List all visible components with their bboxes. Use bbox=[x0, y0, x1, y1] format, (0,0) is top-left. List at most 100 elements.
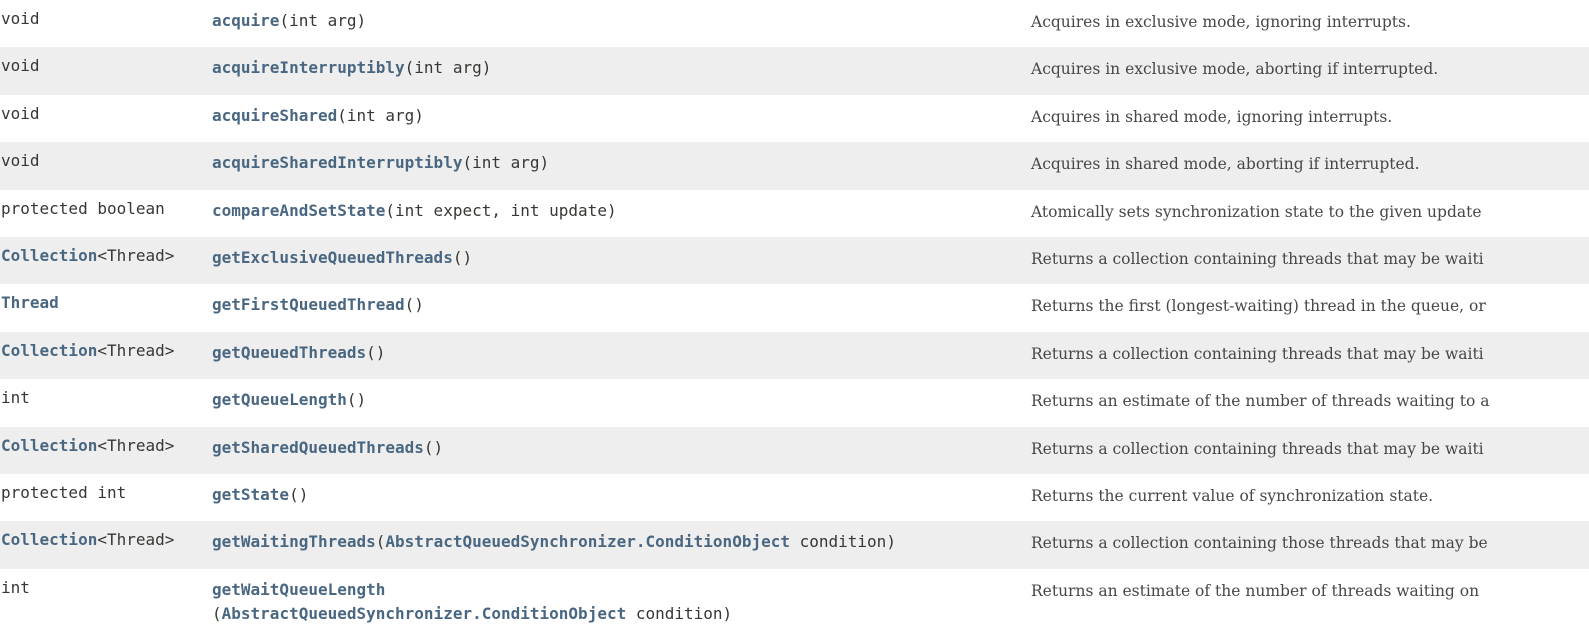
method-cell: getQueueLength() bbox=[212, 388, 366, 412]
table-row: Collection<Thread> getWaitingThreads(Abs… bbox=[0, 521, 1589, 569]
method-description: Returns an estimate of the number of thr… bbox=[1031, 581, 1480, 600]
method-description: Returns the first (longest-waiting) thre… bbox=[1031, 297, 1486, 316]
method-cell: acquire(int arg) bbox=[212, 9, 366, 33]
method-description: Returns a collection containing threads … bbox=[1031, 439, 1484, 458]
method-link-acquire-shared[interactable]: acquireShared bbox=[212, 105, 338, 125]
method-description: Atomically sets synchronization state to… bbox=[1031, 202, 1482, 221]
method-link-acquire-interruptibly[interactable]: acquireInterruptibly bbox=[212, 58, 405, 78]
method-description: Returns a collection containing those th… bbox=[1031, 534, 1488, 553]
table-row: void acquireInterruptibly(int arg) Acqui… bbox=[0, 47, 1589, 95]
table-row: int getWaitQueueLength (AbstractQueuedSyn… bbox=[0, 569, 1589, 639]
method-cell: getFirstQueuedThread() bbox=[212, 293, 424, 317]
method-params: (int expect, int update) bbox=[385, 200, 617, 220]
method-params: () bbox=[289, 484, 309, 504]
return-type: protected int bbox=[1, 482, 127, 502]
modifier-cell: Thread bbox=[1, 293, 59, 313]
table-row: Collection<Thread> getExclusiveQueuedThr… bbox=[0, 236, 1589, 285]
method-params: (int arg) bbox=[462, 153, 550, 173]
method-link-get-wait-queue-length[interactable]: getWaitQueueLength bbox=[212, 579, 386, 599]
method-link-get-state[interactable]: getState bbox=[212, 484, 290, 504]
method-description: Acquires in exclusive mode, ignoring int… bbox=[1031, 13, 1411, 31]
method-cell: acquireInterruptibly(int arg) bbox=[212, 56, 491, 80]
method-link-get-first-queued-thread[interactable]: getFirstQueuedThread bbox=[212, 295, 405, 315]
type-link-collection[interactable]: Collection bbox=[1, 340, 98, 360]
method-cell: getWaitingThreads(AbstractQueuedSynchron… bbox=[212, 530, 896, 554]
table-row: protected int getState() Returns the cur… bbox=[0, 474, 1589, 521]
modifier-cell: int bbox=[1, 578, 30, 598]
method-params: () bbox=[423, 437, 444, 457]
method-cell: getExclusiveQueuedThreads() bbox=[212, 246, 472, 270]
method-link-get-queued-threads[interactable]: getQueuedThreads bbox=[212, 342, 367, 362]
return-type: int bbox=[1, 577, 30, 597]
table-row: void acquireShared(int arg) Acquires in … bbox=[0, 95, 1589, 142]
table-row: int getQueueLength() Returns an estimate… bbox=[0, 379, 1589, 426]
modifier-cell: int bbox=[1, 388, 30, 408]
method-cell: acquireSharedInterruptibly(int arg) bbox=[212, 151, 549, 175]
method-link-compare-and-set-state[interactable]: compareAndSetState bbox=[212, 200, 386, 220]
modifier-cell: void bbox=[1, 151, 40, 171]
type-link-collection[interactable]: Collection bbox=[1, 530, 98, 550]
type-link-collection[interactable]: Collection bbox=[1, 435, 98, 455]
modifier-cell: protected int bbox=[1, 483, 126, 503]
method-description: Returns an estimate of the number of thr… bbox=[1031, 392, 1490, 411]
method-description: Returns a collection containing threads … bbox=[1031, 344, 1484, 363]
method-cell: getSharedQueuedThreads() bbox=[212, 436, 443, 460]
method-cell: acquireShared(int arg) bbox=[212, 104, 424, 128]
method-params: () bbox=[404, 295, 424, 315]
method-link-get-waiting-threads[interactable]: getWaitingThreads bbox=[212, 532, 376, 552]
method-params-rest: condition) bbox=[626, 603, 733, 623]
modifier-cell: Collection<Thread> bbox=[1, 436, 174, 456]
method-cell: compareAndSetState(int expect, int updat… bbox=[212, 199, 617, 223]
generic-type: <Thread> bbox=[97, 245, 175, 265]
param-type-link-condition-object[interactable]: AbstractQueuedSynchronizer.ConditionObje… bbox=[221, 603, 627, 623]
table-row: protected boolean compareAndSetState(int… bbox=[0, 190, 1589, 237]
method-description: Returns the current value of synchroniza… bbox=[1031, 486, 1434, 505]
modifier-cell: void bbox=[1, 104, 40, 124]
method-link-get-exclusive-queued-threads[interactable]: getExclusiveQueuedThreads bbox=[212, 247, 453, 267]
method-description: Returns a collection containing threads … bbox=[1031, 249, 1484, 268]
return-type: void bbox=[1, 9, 40, 28]
generic-type: <Thread> bbox=[97, 435, 175, 455]
param-type-link-condition-object[interactable]: AbstractQueuedSynchronizer.ConditionObje… bbox=[385, 532, 790, 552]
table-row: Collection<Thread> getQueuedThreads() Re… bbox=[0, 331, 1589, 380]
method-params: () bbox=[366, 342, 386, 362]
return-type: int bbox=[1, 388, 30, 408]
modifier-cell: Collection<Thread> bbox=[1, 246, 174, 266]
method-link-get-queue-length[interactable]: getQueueLength bbox=[212, 390, 347, 410]
return-type: void bbox=[1, 56, 40, 76]
generic-type: <Thread> bbox=[97, 530, 175, 550]
method-params-rest: condition) bbox=[789, 532, 896, 552]
method-params-open: ( bbox=[212, 603, 222, 623]
table-row: void acquireSharedInterruptibly(int arg)… bbox=[0, 142, 1589, 190]
method-link-acquire-shared-interruptibly[interactable]: acquireSharedInterruptibly bbox=[212, 153, 463, 173]
method-params: (int arg) bbox=[337, 105, 424, 125]
method-description: Acquires in exclusive mode, aborting if … bbox=[1031, 60, 1439, 79]
modifier-cell: protected boolean bbox=[1, 199, 165, 219]
return-type: protected boolean bbox=[1, 198, 165, 218]
method-description: Acquires in shared mode, aborting if int… bbox=[1031, 155, 1420, 174]
type-link-thread[interactable]: Thread bbox=[1, 293, 59, 313]
method-link-get-shared-queued-threads[interactable]: getSharedQueuedThreads bbox=[212, 437, 424, 457]
modifier-cell: Collection<Thread> bbox=[1, 530, 174, 550]
return-type: void bbox=[1, 151, 40, 171]
table-row: Thread getFirstQueuedThread() Returns th… bbox=[0, 284, 1589, 331]
method-params: () bbox=[346, 390, 367, 410]
type-link-collection[interactable]: Collection bbox=[1, 245, 98, 265]
modifier-cell: void bbox=[1, 56, 40, 76]
method-params: (int arg) bbox=[404, 58, 492, 78]
generic-type: <Thread> bbox=[97, 340, 175, 360]
return-type: void bbox=[1, 103, 40, 123]
method-description: Acquires in shared mode, ignoring interr… bbox=[1031, 107, 1393, 126]
method-params: () bbox=[452, 247, 473, 267]
method-params-open: ( bbox=[375, 532, 386, 552]
modifier-cell: void bbox=[1, 9, 40, 29]
table-row: void acquire(int arg) Acquires in exclus… bbox=[0, 0, 1589, 47]
method-params: (int arg) bbox=[279, 11, 367, 30]
method-cell: getQueuedThreads() bbox=[212, 341, 385, 365]
method-link-acquire[interactable]: acquire bbox=[212, 11, 280, 30]
method-cell: getState() bbox=[212, 483, 308, 507]
modifier-cell: Collection<Thread> bbox=[1, 341, 174, 361]
method-cell: getWaitQueueLength (AbstractQueuedSynchro… bbox=[212, 578, 732, 626]
table-row: Collection<Thread> getSharedQueuedThread… bbox=[0, 426, 1589, 474]
